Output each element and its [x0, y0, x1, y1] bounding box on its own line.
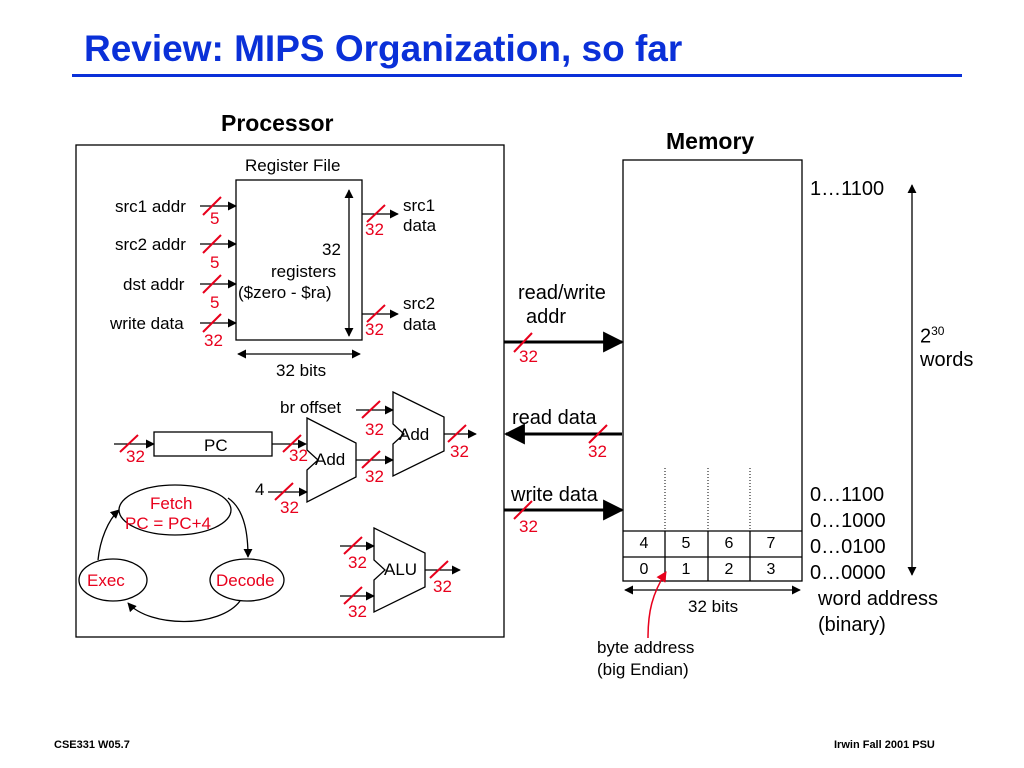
- pc-adder-shape: [306, 416, 357, 504]
- br-offset-width: 32: [365, 420, 384, 439]
- byte-cell: 0: [639, 561, 649, 578]
- processor-heading: Processor: [221, 110, 334, 136]
- rw-addr-width: 32: [519, 347, 538, 366]
- memory-heading: Memory: [666, 128, 755, 154]
- footer-author: Irwin Fall 2001 PSU: [834, 739, 935, 751]
- memory-box: [622, 159, 803, 582]
- register-count: 32: [322, 240, 341, 259]
- byte-cell: 5: [681, 535, 691, 552]
- write-data-mem-width: 32: [519, 517, 538, 536]
- byte-cell: 2: [724, 561, 734, 578]
- rw-addr-label-2: addr: [526, 306, 567, 328]
- title-underline: [72, 74, 962, 77]
- register-file-inputs: [200, 201, 237, 328]
- alu-label: ALU: [384, 560, 418, 579]
- footer-course: CSE331 W05.7: [54, 739, 130, 751]
- dst-addr-width: 5: [210, 293, 220, 312]
- byte-cell: 1: [681, 561, 691, 578]
- fetch-action: PC = PC+4: [125, 514, 211, 533]
- decode-label: Decode: [216, 571, 275, 590]
- pc-increment-width: 32: [280, 498, 299, 517]
- src1-data-label: src1: [403, 196, 436, 215]
- src2-addr-width: 5: [210, 253, 220, 272]
- register-file-title: Register File: [245, 156, 341, 175]
- alu-in1-width: 32: [348, 553, 367, 572]
- pc-label: PC: [204, 436, 228, 455]
- read-data-label: read data: [512, 407, 597, 429]
- memory-size: 230: [920, 324, 944, 349]
- src1-data-label-2: data: [403, 216, 437, 235]
- pc-adder-out-width: 32: [365, 467, 384, 486]
- byte-cell: 7: [766, 535, 776, 552]
- pc-in-width: 32: [126, 447, 145, 466]
- pc-out-width: 32: [289, 446, 308, 465]
- memory-size-unit: words: [920, 349, 974, 371]
- decode-ellipse: [209, 558, 285, 602]
- register-file-outputs: [362, 209, 399, 319]
- memory-size-exponent: 30: [931, 324, 945, 338]
- write-data-mem-label: write data: [511, 484, 598, 506]
- memory-size-base: 2: [920, 325, 932, 348]
- byte-address-label: byte address: [597, 638, 695, 657]
- branch-adder-label: Add: [399, 425, 430, 444]
- br-offset-label: br offset: [280, 398, 342, 417]
- register-range: ($zero - $ra): [238, 283, 332, 302]
- exec-label: Exec: [87, 571, 125, 590]
- word-address-label: word address: [818, 588, 939, 610]
- src2-data-width: 32: [365, 320, 384, 339]
- memory-width-label: 32 bits: [688, 597, 739, 616]
- pc-adder-label: Add: [315, 450, 346, 469]
- word-address: 0…1000: [810, 510, 886, 532]
- branch-adder-out-width: 32: [450, 442, 469, 461]
- word-address: 0…1100: [810, 484, 885, 506]
- memory-dotted-dividers: [664, 468, 751, 531]
- branch-adder-shape: [392, 390, 445, 478]
- register-width-label: 32 bits: [276, 361, 327, 380]
- src2-addr-label: src2 addr: [115, 235, 186, 254]
- word-address: 0…0100: [810, 536, 886, 558]
- word-address-binary-label: (binary): [818, 614, 886, 636]
- processor-box: [75, 144, 505, 638]
- byte-cell: 6: [724, 535, 734, 552]
- alu-out-width: 32: [433, 577, 452, 596]
- slide-title: Review: MIPS Organization, so far: [84, 28, 683, 69]
- byte-address-pointer: [647, 571, 667, 639]
- byte-cell: 3: [766, 561, 776, 578]
- word-address: 0…0000: [810, 562, 886, 584]
- src2-data-label: src2: [403, 294, 436, 313]
- register-word: registers: [271, 262, 337, 281]
- alu-in2-width: 32: [348, 602, 367, 621]
- write-data-label: write data: [110, 314, 184, 333]
- read-data-width: 32: [588, 442, 607, 461]
- fetch-label: Fetch: [150, 494, 193, 513]
- src1-addr-label: src1 addr: [115, 197, 186, 216]
- exec-ellipse: [78, 558, 148, 602]
- src1-data-width: 32: [365, 220, 384, 239]
- dst-addr-label: dst addr: [123, 275, 185, 294]
- register-file-output-slashes: [366, 204, 386, 323]
- rw-addr-label: read/write: [518, 282, 606, 304]
- register-file-input-slashes: [202, 196, 222, 333]
- src2-data-label-2: data: [403, 315, 437, 334]
- register-file-box: [235, 179, 363, 341]
- byte-cell: 4: [639, 535, 649, 552]
- write-data-width: 32: [204, 331, 223, 350]
- big-endian-label: (big Endian): [597, 660, 689, 679]
- pc-increment-const: 4: [255, 480, 265, 499]
- top-address: 1…1100: [810, 178, 885, 200]
- src1-addr-width: 5: [210, 209, 220, 228]
